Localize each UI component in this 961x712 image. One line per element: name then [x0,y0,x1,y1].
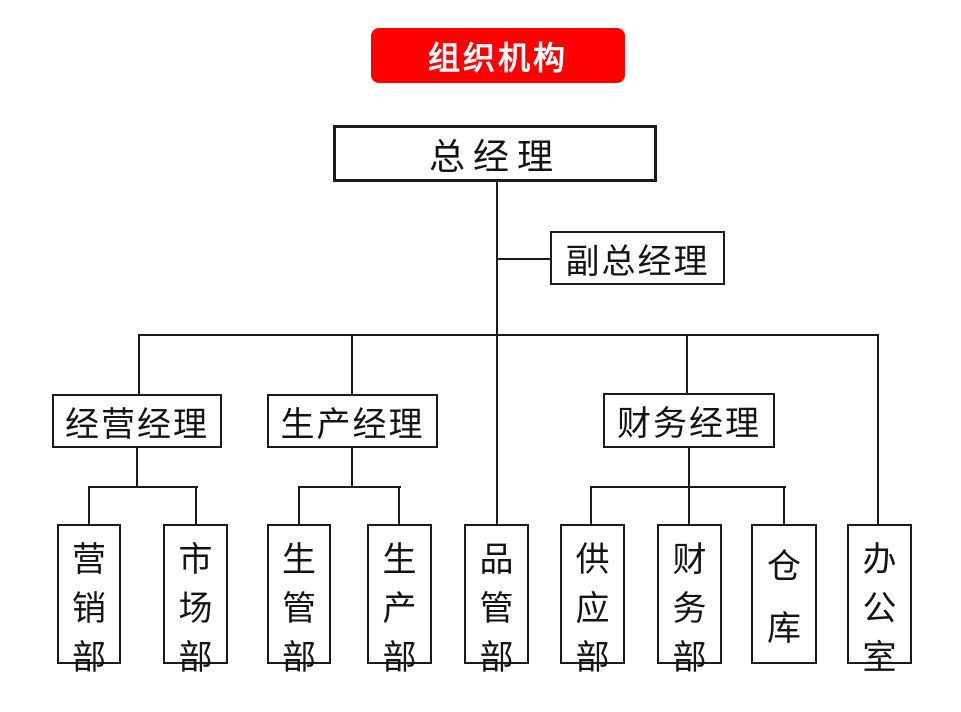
connector-mgr1-down [136,448,138,488]
connector-mgr1-rail [88,486,198,488]
node-market-dept: 市场部 [163,524,228,677]
node-label: 供应部 [575,542,610,677]
node-finance-dept: 财务部 [657,524,722,677]
node-production-manager: 生产经理 [267,394,438,448]
connector-drop-prodmgmt [298,486,300,524]
connector-drop-finance-dept [688,486,690,524]
node-operations-manager: 经营经理 [52,394,222,448]
node-office: 办公室 [847,524,912,677]
connector-rail-to-mgr2 [351,334,353,394]
node-label: 营销部 [72,542,106,677]
connector-main-rail [139,334,879,336]
connector-drop-marketing [88,486,90,524]
node-label: 生产经理 [280,406,425,444]
connector-drop-market [195,486,197,524]
connector-root-to-rail [496,182,498,524]
connector-rail-to-mgr1 [138,334,140,394]
node-production-mgmt-dept: 生管部 [267,524,331,677]
connector-rail-to-mgr3 [686,334,688,394]
node-label: 市场部 [178,542,213,677]
node-label: 副总经理 [565,243,710,281]
node-marketing-dept: 营销部 [57,524,121,677]
connector-mgr2-rail [298,486,401,488]
node-quality-control-dept: 品管部 [464,524,529,677]
node-deputy-general-manager: 副总经理 [550,231,725,285]
connector-drop-production [398,486,400,524]
chart-title-banner: 组织机构 [371,28,625,83]
node-production-dept: 生产部 [367,524,432,677]
node-finance-manager: 财务经理 [603,393,775,448]
node-label: 经营经理 [65,406,209,444]
connector-deputy-branch [497,258,550,260]
node-label: 生管部 [282,542,316,677]
node-general-manager: 总经理 [333,125,657,182]
node-warehouse: 仓库 [751,524,817,664]
node-label: 生产部 [382,542,417,677]
node-label: 财务经理 [617,406,761,443]
connector-rail-to-office [877,334,879,524]
connector-mgr3-down [688,448,690,488]
node-label: 仓库 [767,548,801,648]
connector-mgr2-down [351,448,353,488]
node-supply-dept: 供应部 [560,524,625,677]
node-label: 总经理 [428,136,561,177]
connector-drop-warehouse [783,486,785,524]
connector-drop-supply [590,486,592,524]
node-label: 办公室 [862,542,897,677]
node-label: 财务部 [672,542,707,677]
node-label: 品管部 [479,542,514,677]
chart-title: 组织机构 [427,39,568,76]
